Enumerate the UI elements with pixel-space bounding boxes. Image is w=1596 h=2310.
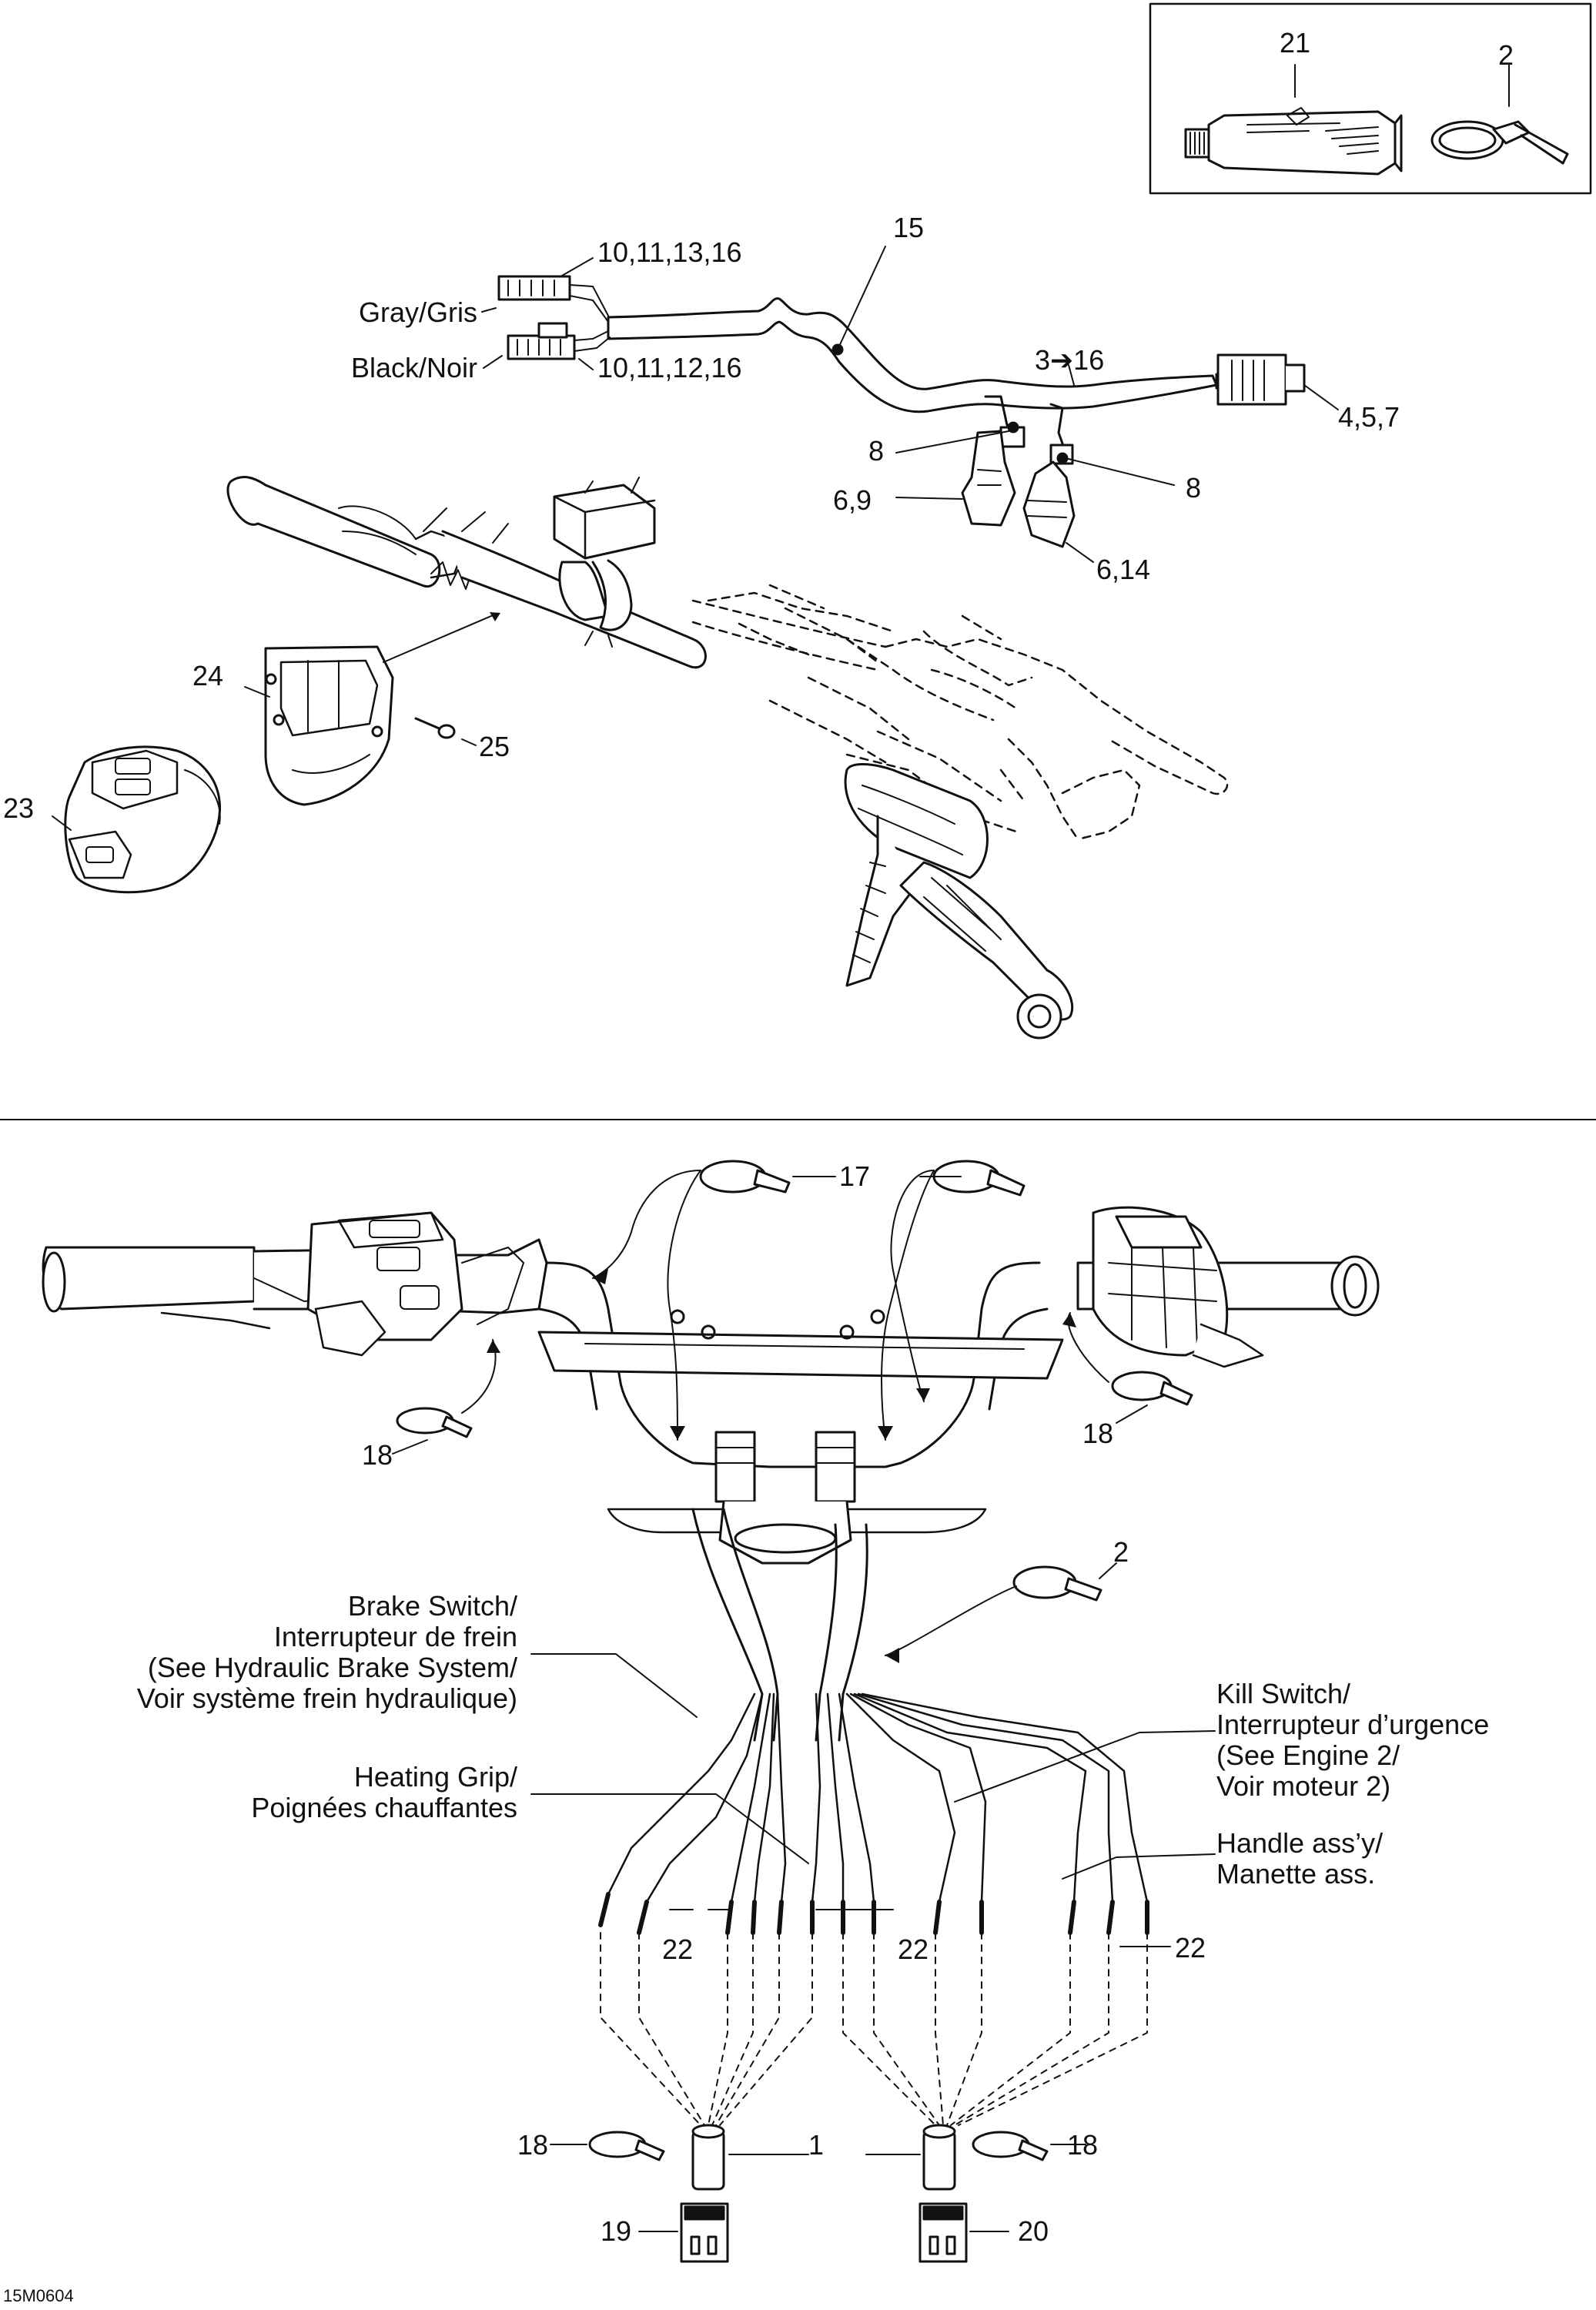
callout-15: 15 bbox=[893, 212, 925, 243]
callout-18-sleeve-left: 18 bbox=[517, 2129, 549, 2161]
leader-15 bbox=[837, 246, 886, 350]
callout-17: 17 bbox=[839, 1160, 871, 1192]
kill-switch-line-2: Interrupteur d’urgence bbox=[1216, 1709, 1490, 1740]
callout-2-inset: 2 bbox=[1498, 39, 1514, 71]
leader-6-9 bbox=[895, 497, 963, 500]
brake-switch-line-4: Voir système frein hydraulique) bbox=[136, 1682, 517, 1714]
dashed-routing-drawing bbox=[600, 1932, 1148, 2126]
callout-2-center: 2 bbox=[1113, 1536, 1129, 1568]
iso-screw-drawing bbox=[414, 717, 456, 739]
callout-22-left: 22 bbox=[662, 1933, 694, 1965]
harness-wires-drawing bbox=[607, 1508, 1149, 1903]
figure-code: 15M0604 bbox=[3, 2286, 74, 2305]
callout-19: 19 bbox=[601, 2215, 632, 2247]
leader-8-left bbox=[895, 430, 1009, 454]
callout-1: 1 bbox=[808, 2129, 825, 2161]
iso-cover-drawing bbox=[264, 645, 394, 806]
leader-black bbox=[483, 355, 503, 369]
grease-tube-drawing bbox=[1184, 107, 1403, 176]
kill-switch-line-3: (See Engine 2/ bbox=[1216, 1739, 1400, 1771]
leader-6-14 bbox=[1066, 542, 1094, 563]
callout-18-right: 18 bbox=[1082, 1418, 1114, 1449]
heating-grip-line-1: Heating Grip/ bbox=[353, 1761, 517, 1793]
leader-8-right bbox=[1068, 458, 1175, 486]
arrows-drawing bbox=[461, 1170, 1109, 1656]
housings-drawing bbox=[680, 2202, 968, 2263]
leader-black-refs bbox=[578, 358, 594, 370]
arrowheads-drawing bbox=[487, 1269, 1076, 1663]
callout-3-16: 3➔16 bbox=[1035, 344, 1105, 376]
callout-8-right: 8 bbox=[1186, 472, 1202, 504]
cable-tie-inset-drawing bbox=[1430, 120, 1569, 165]
handle-assy-line-2: Manette ass. bbox=[1216, 1858, 1376, 1890]
brake-switch-line-2: Interrupteur de frein bbox=[273, 1621, 517, 1652]
callout-6-9: 6,9 bbox=[833, 484, 872, 516]
leader-gray-refs bbox=[561, 257, 594, 276]
front-right-switch-drawing bbox=[1092, 1206, 1264, 1368]
callout-6-14: 6,14 bbox=[1096, 554, 1151, 585]
heating-grip-line-2: Poignées chauffantes bbox=[251, 1792, 517, 1823]
leader-23 bbox=[52, 815, 72, 831]
front-left-switch-drawing bbox=[306, 1211, 524, 1357]
black-wire-label: Black/Noir bbox=[350, 352, 477, 383]
iso-handlebar-drawing bbox=[226, 476, 1229, 841]
callout-20: 20 bbox=[1018, 2215, 1049, 2247]
kill-switch-line-1: Kill Switch/ bbox=[1216, 1678, 1351, 1709]
cable-ties-drawing bbox=[396, 1160, 1193, 2161]
handle-assy-line-1: Handle ass’y/ bbox=[1216, 1827, 1384, 1859]
leader-4-5-7 bbox=[1303, 384, 1339, 410]
leader-24 bbox=[244, 686, 270, 698]
label-leaders-drawing bbox=[392, 1176, 1216, 2232]
brake-switch-line-3: (See Hydraulic Brake System/ bbox=[147, 1652, 517, 1683]
iso-right-grip-drawing bbox=[844, 763, 1074, 1040]
black-connector-drawing bbox=[507, 322, 611, 360]
callout-8-left: 8 bbox=[868, 435, 885, 467]
iso-arrow bbox=[383, 613, 497, 663]
callout-24: 24 bbox=[192, 660, 224, 691]
leader-25 bbox=[461, 738, 477, 746]
connector-4-5-7-drawing bbox=[1215, 353, 1306, 406]
inset-box bbox=[1149, 2, 1592, 195]
leader-gray bbox=[481, 307, 497, 313]
gray-wire-label: Gray/Gris bbox=[358, 296, 477, 328]
callout-4-5-7: 4,5,7 bbox=[1338, 401, 1400, 433]
sleeves-drawing bbox=[691, 2124, 956, 2191]
black-refs-label: 10,11,12,16 bbox=[597, 352, 742, 383]
callout-23: 23 bbox=[3, 792, 35, 824]
callout-22-middle: 22 bbox=[898, 1933, 929, 1965]
brake-switch-line-1: Brake Switch/ bbox=[347, 1590, 517, 1622]
wire-harness-drawing bbox=[607, 297, 1218, 548]
kill-switch-line-4: Voir moteur 2) bbox=[1216, 1770, 1391, 1802]
leader-3-16 bbox=[1068, 364, 1075, 386]
callout-18-sleeve-right: 18 bbox=[1067, 2129, 1099, 2161]
gray-connector-drawing bbox=[497, 275, 609, 323]
gray-refs-label: 10,11,13,16 bbox=[597, 236, 742, 268]
callout-21: 21 bbox=[1280, 27, 1311, 59]
iso-switch-housing-drawing bbox=[64, 745, 222, 894]
terminal-pins-drawing bbox=[598, 1892, 1149, 1935]
callout-18-left: 18 bbox=[362, 1439, 393, 1471]
callout-25: 25 bbox=[479, 731, 510, 762]
callout-22-right: 22 bbox=[1175, 1932, 1206, 1964]
